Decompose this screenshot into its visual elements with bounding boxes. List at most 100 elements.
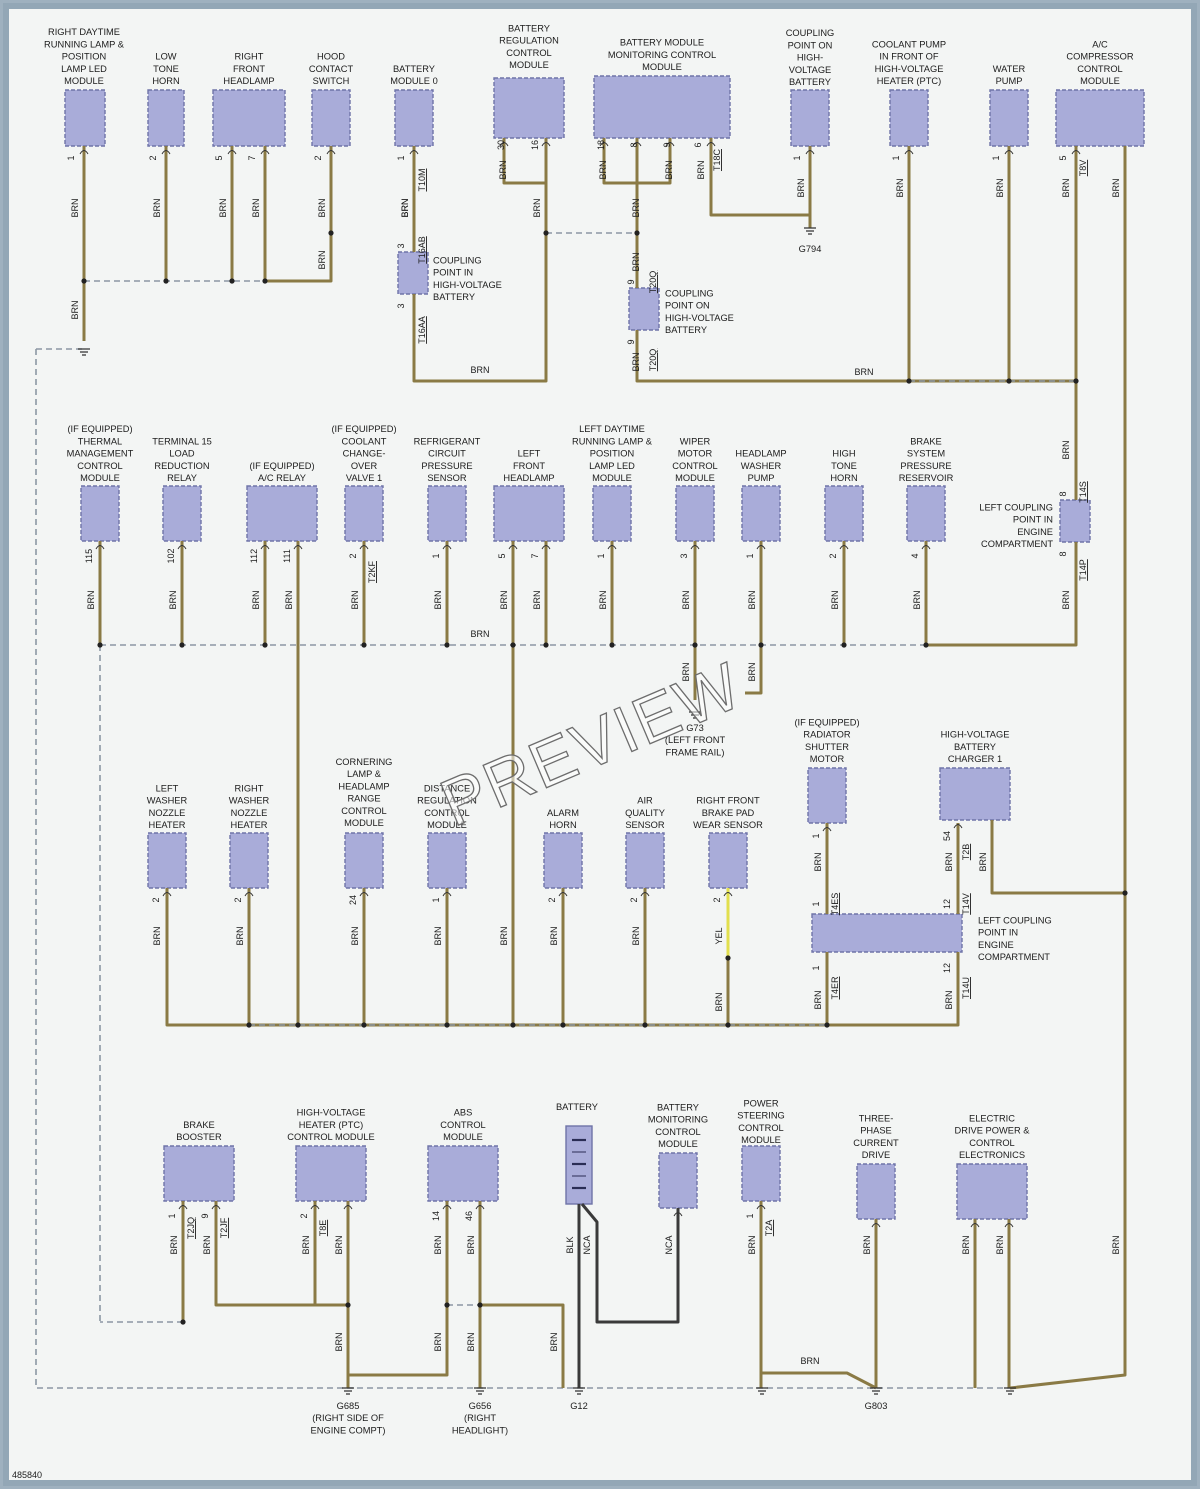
component-label: ABS: [454, 1108, 473, 1118]
component-label: VOLTAGE: [789, 65, 832, 75]
component-label: BATTERY: [657, 1102, 699, 1112]
wire-color-label: BRN: [466, 1235, 476, 1254]
component-label: SHUTTER: [805, 742, 849, 752]
component-label: FRONT: [233, 64, 265, 74]
splice-dot: [262, 278, 268, 284]
component-label: MODULE: [592, 473, 632, 483]
module-c9: [889, 89, 929, 147]
component-label: (IF EQUIPPED): [331, 424, 396, 434]
component-label: MODULE: [427, 820, 467, 830]
ground-dashed-wire: [35, 348, 1010, 1389]
connector-id: T8E: [318, 1220, 328, 1237]
brn-wire: [745, 541, 763, 695]
connector-id: T2JQ: [186, 1217, 196, 1239]
splice-dot: [1073, 378, 1079, 384]
wire-color-label: BRN: [549, 926, 559, 945]
component-label: WASHER: [147, 796, 188, 806]
pin-number: 2: [348, 553, 358, 558]
component-label: BATTERY: [433, 292, 475, 302]
component-label: CONTACT: [309, 64, 354, 74]
component-label: RUNNING LAMP &: [572, 436, 653, 446]
splice-dot: [725, 955, 731, 961]
pin-terminal-icon: [756, 1205, 766, 1210]
component-label: SYSTEM: [907, 449, 945, 459]
module-c7: [593, 75, 731, 139]
pin-terminal-icon: [706, 142, 716, 147]
wire-color-label: NCA: [664, 1235, 674, 1254]
pin-terminal-icon: [178, 1205, 188, 1210]
component-label: HIGH: [832, 449, 855, 459]
component-label: SENSOR: [625, 820, 665, 830]
component-label: ELECTRIC: [969, 1113, 1015, 1123]
component-label: MODULE: [509, 60, 549, 70]
wire-color-label: BRN: [813, 852, 823, 871]
component-label: CONTROL: [738, 1123, 783, 1133]
component-label: CORNERING: [336, 757, 393, 767]
component-label: HEATER: [148, 820, 185, 830]
splice-dot: [81, 278, 87, 284]
component-label: CHANGE-: [343, 449, 386, 459]
component-label: RELAY: [167, 473, 197, 483]
pin-terminal-icon: [953, 824, 963, 829]
splice-dot: [510, 642, 516, 648]
component-label: TERMINAL 15: [152, 436, 212, 446]
wire-color-label: BRN: [218, 198, 228, 217]
component-label: CONTROL: [655, 1127, 700, 1137]
pin-number: 2: [151, 897, 161, 902]
component-label: HEATER (PTC): [299, 1120, 363, 1130]
module-c10: [989, 89, 1029, 147]
component-label: BRAKE: [910, 436, 942, 446]
module-c4: [311, 89, 351, 147]
pin-terminal-icon: [690, 545, 700, 550]
pin-number: 18: [596, 140, 606, 150]
module-c34: [708, 832, 748, 889]
ground-label: (RIGHT: [464, 1413, 496, 1423]
wire-color-label: BRN: [598, 160, 608, 179]
component-label: HORN: [830, 473, 857, 483]
connector-id: T20Q: [648, 271, 658, 294]
wire-color-label: BRN: [961, 1235, 971, 1254]
component-label: BATTERY MODULE: [620, 38, 704, 48]
ground-label: G73: [686, 723, 704, 733]
ground-label: (RIGHT SIDE OF: [312, 1413, 384, 1423]
component-label: SENSOR: [427, 473, 467, 483]
wire-color-label: BRN: [70, 300, 80, 319]
pin-number: 2: [828, 553, 838, 558]
pin-terminal-icon: [673, 1212, 683, 1217]
component-label: PUMP: [996, 76, 1023, 86]
pin-number: 3: [396, 303, 406, 308]
pin-number: 1: [811, 965, 821, 970]
pin-number: 1: [891, 155, 901, 160]
pin-number: 2: [299, 1213, 309, 1218]
component-label: MODULE: [642, 62, 682, 72]
wire-color-label: BRN: [747, 1235, 757, 1254]
pin-number: 1: [396, 155, 406, 160]
splice-dot: [560, 1022, 566, 1028]
pin-terminal-icon: [499, 142, 509, 147]
component-label: BATTERY: [556, 1102, 598, 1112]
module-c5: [394, 89, 434, 147]
pin-terminal-icon: [921, 545, 931, 550]
pin-number: 2: [712, 897, 722, 902]
wire-color-label: BRN: [944, 852, 954, 871]
wire-color-label: BRN: [1061, 590, 1071, 609]
component-label: CIRCUIT: [428, 449, 466, 459]
component-label: CONTROL: [969, 1138, 1014, 1148]
component-label: RIGHT: [235, 52, 264, 62]
module-c26: [807, 767, 847, 824]
wire-color-label: BRN: [466, 1332, 476, 1351]
component-label: (IF EQUIPPED): [249, 461, 314, 471]
component-label: HEADLAMP: [338, 781, 389, 791]
component-label: BATTERY: [508, 23, 550, 33]
component-label: TONE: [153, 64, 179, 74]
ground-icon: [1004, 1387, 1016, 1395]
component-label: (IF EQUIPPED): [794, 717, 859, 727]
component-label: QUALITY: [625, 808, 665, 818]
splice-dot: [361, 1022, 367, 1028]
coupling-c35: [811, 913, 963, 953]
connector-id: T14P: [1078, 559, 1088, 581]
brn-wire: [990, 820, 1125, 895]
pin-number: 5: [214, 155, 224, 160]
wire-color-label: BRN: [995, 1235, 1005, 1254]
component-label: HIGH-VOLTAGE: [875, 64, 944, 74]
